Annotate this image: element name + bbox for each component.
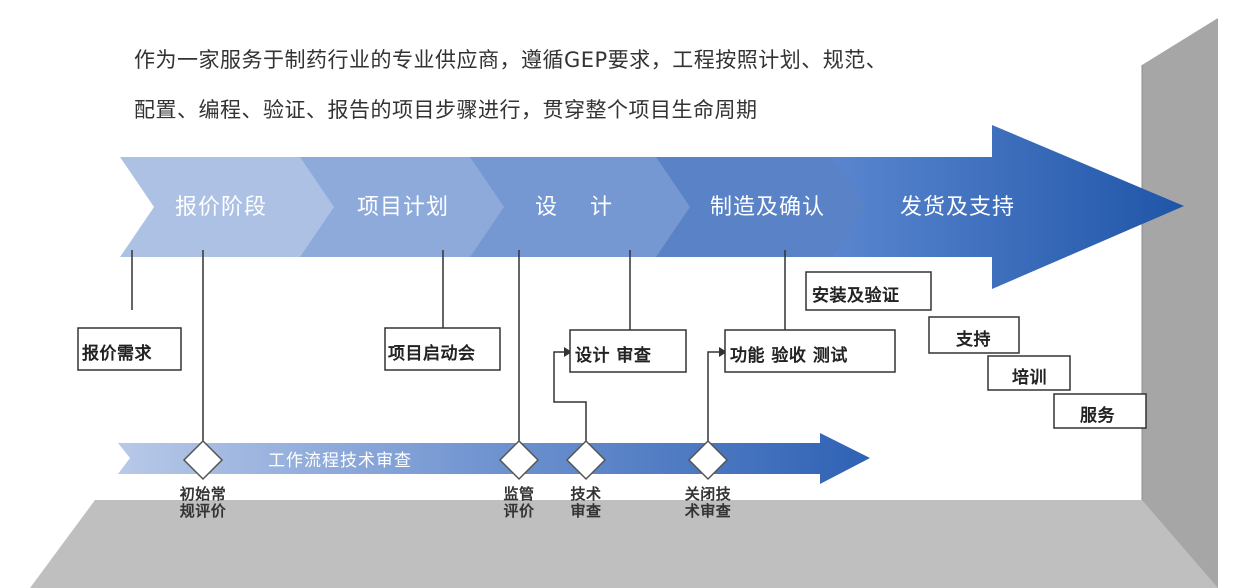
label-training: 培训: [1012, 368, 1047, 388]
label-quote-request: 报价需求: [82, 344, 152, 364]
phase-chevron-3: [470, 157, 694, 257]
label-kickoff: 项目启动会: [388, 344, 476, 364]
box-install: [805, 271, 932, 311]
milestone-label-close: 关闭技 术审查: [668, 486, 748, 520]
label-service: 服务: [1080, 406, 1115, 426]
phase-chevron-1: [120, 157, 338, 257]
milestone-tech-line2: 审查: [570, 502, 602, 520]
label-design-review: 设计 审查: [575, 346, 652, 366]
phase-chevron-2: [300, 157, 508, 257]
label-support: 支持: [956, 330, 991, 350]
milestone-label-tech: 技术 审查: [557, 486, 615, 520]
box-kickoff: [384, 327, 501, 371]
milestone-label-initial: 初始常 规评价: [160, 486, 246, 520]
milestone-diamond-close: [687, 439, 729, 481]
milestone-close-line2: 术审查: [684, 502, 732, 520]
phase-chevron-4: [656, 157, 870, 257]
arrowhead-design-review: [564, 347, 572, 357]
phase-label-2: 项目计划: [357, 195, 449, 220]
floor-plane: [30, 500, 1218, 588]
label-fat: 功能 验收 测试: [730, 346, 848, 366]
phase-big-arrow: [832, 125, 1184, 289]
phase-label-1: 报价阶段: [175, 195, 267, 220]
milestone-label-regulatory: 监管 评价: [490, 486, 548, 520]
box-fat: [724, 329, 896, 373]
milestone-regulatory-line2: 评价: [503, 502, 535, 520]
milestone-diamond-regulatory: [498, 439, 540, 481]
milestone-close-line1: 关闭技: [684, 485, 732, 503]
connector-lines: [131, 250, 786, 448]
right-wall: [1142, 18, 1218, 588]
box-service: [1053, 393, 1147, 429]
arrowhead-fat: [719, 347, 727, 357]
intro-line-2: 配置、编程、验证、报告的项目步骤进行，贯穿整个项目生命周期: [134, 98, 758, 122]
phase-label-4: 制造及确认: [710, 195, 825, 220]
phase-label-3: 设 计: [535, 195, 613, 220]
workflow-label: 工作流程技术审查: [268, 451, 412, 471]
milestone-regulatory-line1: 监管: [503, 485, 535, 503]
milestone-diamond-initial: [182, 439, 224, 481]
intro-line-1: 作为一家服务于制药行业的专业供应商，遵循GEP要求，工程按照计划、规范、: [134, 48, 888, 72]
workflow-arrow: [118, 433, 870, 484]
phase-label-5: 发货及支持: [900, 195, 1015, 220]
milestone-initial-line2: 规评价: [179, 502, 227, 520]
milestone-initial-line1: 初始常: [179, 485, 227, 503]
box-design-review: [569, 329, 687, 373]
box-training: [987, 355, 1071, 391]
box-quote-request: [77, 327, 182, 371]
milestone-tech-line1: 技术: [570, 485, 602, 503]
milestone-diamond-tech: [565, 439, 607, 481]
label-install: 安装及验证: [812, 286, 900, 306]
box-support: [928, 316, 1020, 354]
